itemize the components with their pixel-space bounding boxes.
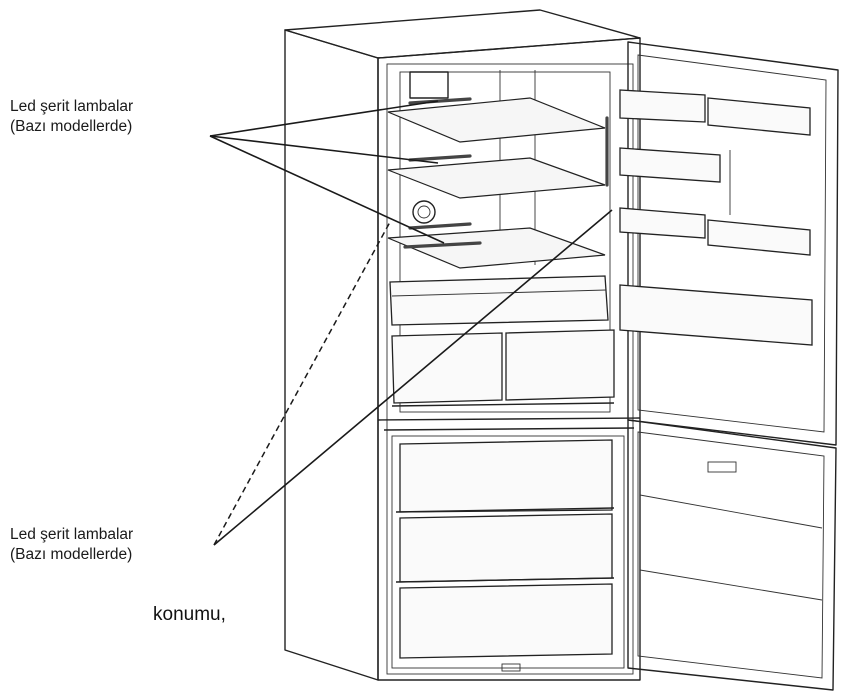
callout-top-line1: Led şerit lambalar — [10, 98, 134, 115]
fridge-door-open — [619, 41, 839, 446]
callout-bottom-line1: Led şerit lambalar — [10, 526, 134, 543]
led-strip-callout-top: Led şerit lambalar (Bazı modellerde) — [10, 97, 133, 137]
callout-top-line2: (Bazı modellerde) — [10, 118, 133, 135]
led-strip-lights — [403, 97, 609, 249]
freezer-drawers — [391, 435, 625, 672]
led-strip-callout-bottom: Led şerit lambalar (Bazı modellerde) — [10, 525, 133, 565]
callout-lines-bottom — [213, 209, 613, 546]
callout-lines-top — [209, 100, 445, 244]
callout-bottom-line2: (Bazı modellerde) — [10, 546, 133, 563]
glass-shelves — [387, 97, 606, 269]
fan-icon — [412, 200, 436, 224]
cabinet-body — [284, 9, 641, 681]
crisper-drawers — [389, 275, 615, 407]
freezer-door-open — [627, 419, 837, 691]
caption-fragment: konumu, — [153, 604, 226, 625]
